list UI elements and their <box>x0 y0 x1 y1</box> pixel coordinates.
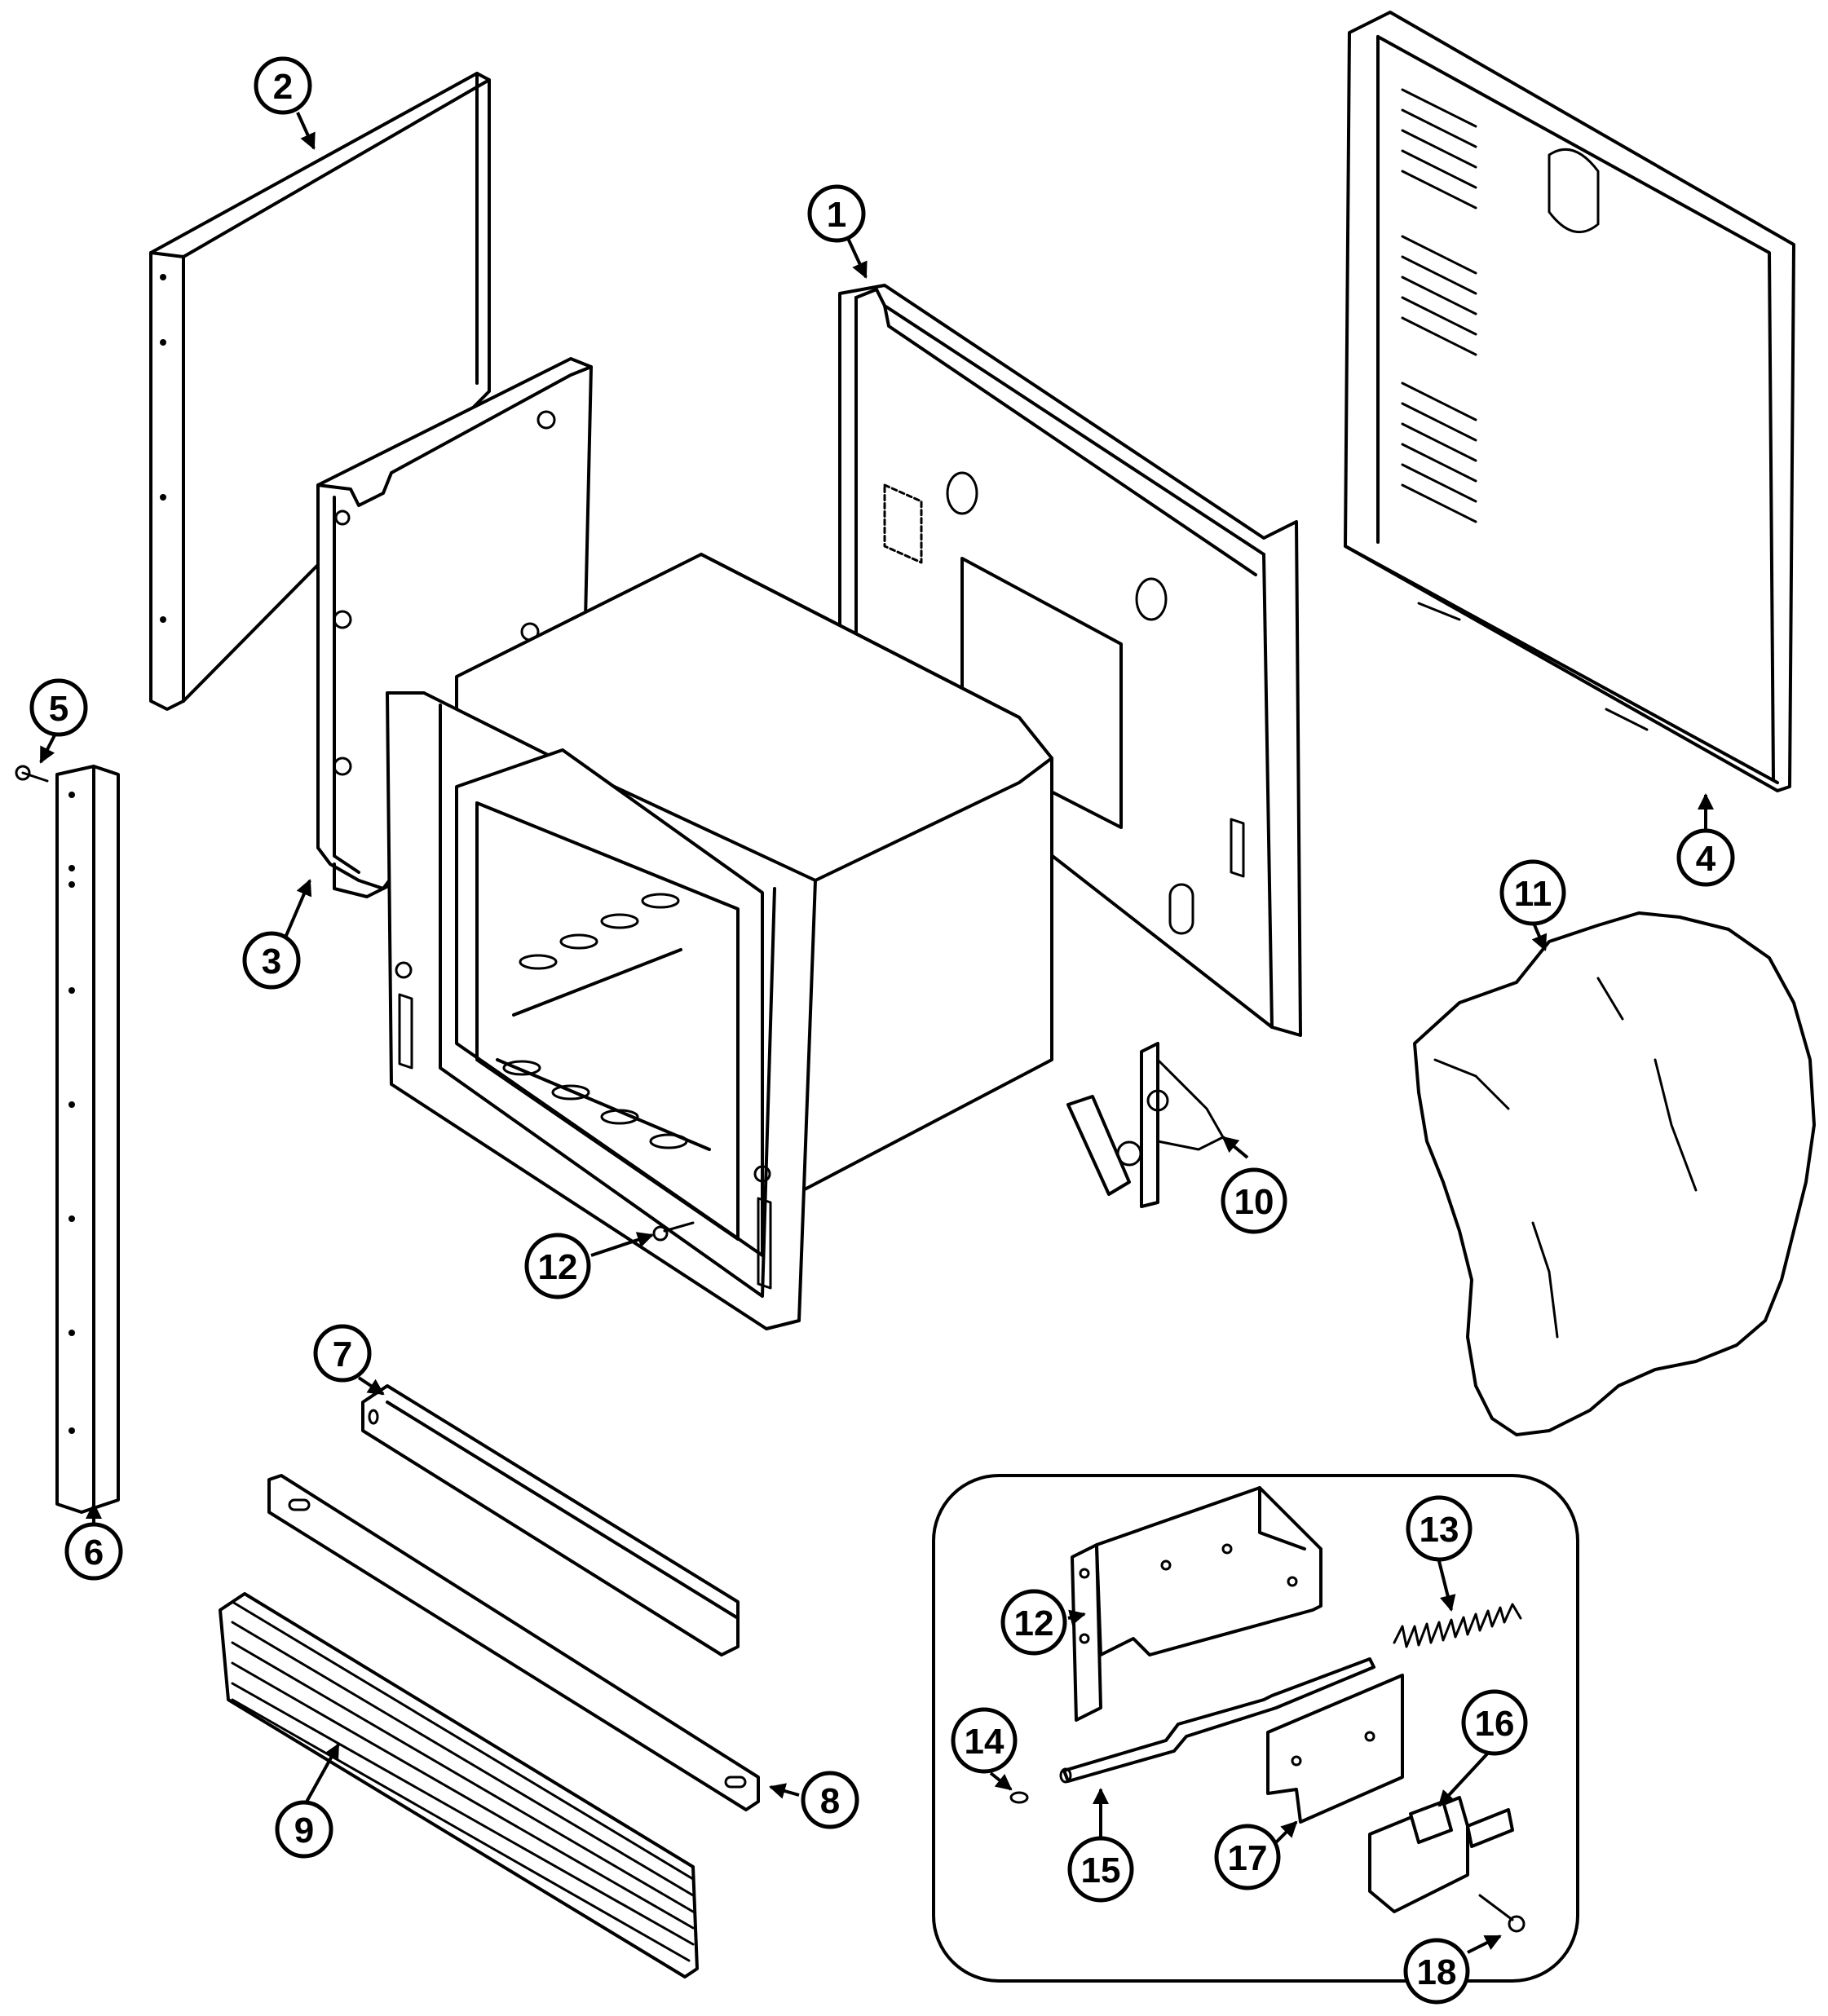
callout-8: 8 <box>801 1771 859 1829</box>
callout-13-label: 13 <box>1420 1510 1459 1550</box>
inset-detail-box <box>932 1474 1579 1983</box>
callout-17: 17 <box>1214 1824 1281 1890</box>
callout-9: 9 <box>275 1800 333 1859</box>
callout-11-label: 11 <box>1514 874 1552 914</box>
plate-part-17 <box>1266 1674 1404 1824</box>
callout-6-label: 6 <box>84 1533 104 1573</box>
grille-part-9 <box>219 1592 699 1979</box>
callout-12-inset: 12 <box>1000 1589 1067 1656</box>
insulation-part-11 <box>1413 911 1816 1436</box>
callout-17-label: 17 <box>1228 1838 1268 1878</box>
callout-2-label: 2 <box>273 67 293 107</box>
callout-12-inset-label: 12 <box>1014 1604 1054 1643</box>
callout-12-cavity-label: 12 <box>538 1247 578 1287</box>
callout-10-label: 10 <box>1234 1182 1274 1222</box>
rod-part-15 <box>1059 1657 1375 1784</box>
callout-14-label: 14 <box>965 1722 1005 1762</box>
callout-3-label: 3 <box>262 942 281 982</box>
callout-7: 7 <box>313 1324 372 1383</box>
flat-strip-part-8 <box>267 1474 760 1811</box>
oven-cavity <box>386 553 1053 1330</box>
callout-15-label: 15 <box>1081 1851 1121 1890</box>
callout-8-label: 8 <box>820 1781 840 1821</box>
hinge-part-10 <box>1066 1042 1225 1208</box>
angle-bracket-part-7 <box>361 1384 740 1656</box>
callout-16: 16 <box>1461 1689 1528 1756</box>
callout-2: 2 <box>254 56 312 115</box>
callout-10: 10 <box>1221 1167 1287 1234</box>
callout-5-label: 5 <box>49 689 68 729</box>
leader-lines <box>39 112 1714 1954</box>
switch-part-16 <box>1368 1796 1514 1913</box>
clip-part-14 <box>1009 1791 1029 1804</box>
callout-11: 11 <box>1499 859 1566 926</box>
callout-4-label: 4 <box>1696 839 1716 879</box>
callout-4: 4 <box>1676 828 1735 887</box>
lock-bracket-part-12 <box>1071 1486 1322 1722</box>
callout-13: 13 <box>1406 1495 1473 1562</box>
callout-3: 3 <box>242 931 301 990</box>
trim-strip-part-6 <box>55 765 120 1514</box>
back-cover-part-4 <box>1344 11 1795 792</box>
callout-7-label: 7 <box>333 1334 352 1374</box>
callout-16-label: 16 <box>1475 1704 1515 1744</box>
callout-1-label: 1 <box>827 195 846 235</box>
callout-15: 15 <box>1067 1836 1134 1903</box>
callout-18-label: 18 <box>1417 1952 1457 1992</box>
callout-14: 14 <box>951 1707 1018 1774</box>
callout-1: 1 <box>807 184 866 243</box>
screw-part-18 <box>1478 1894 1526 1933</box>
callout-5: 5 <box>29 678 88 737</box>
callout-6: 6 <box>64 1522 123 1581</box>
callout-18: 18 <box>1403 1938 1470 2005</box>
callout-12-cavity: 12 <box>524 1233 591 1299</box>
screw-part-12 <box>652 1221 695 1242</box>
callout-9-label: 9 <box>294 1811 314 1851</box>
spring-part-13 <box>1393 1603 1522 1648</box>
side-panel-part-2 <box>149 72 491 711</box>
screw-part-5 <box>15 765 49 783</box>
louvers <box>1401 88 1477 523</box>
